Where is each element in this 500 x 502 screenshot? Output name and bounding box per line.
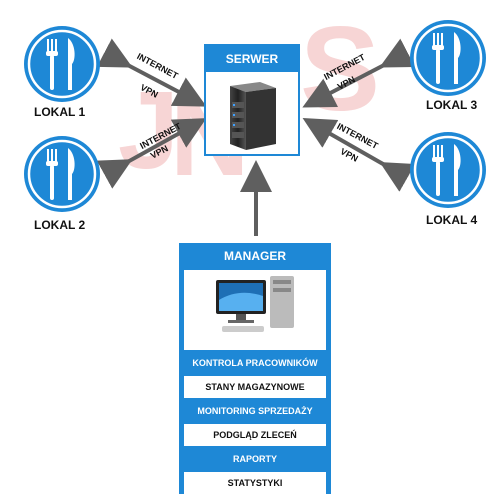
fork-knife-icon — [24, 136, 100, 212]
fork-knife-icon — [24, 26, 100, 102]
manager-title: MANAGER — [224, 249, 286, 263]
fork-knife-icon — [410, 20, 486, 96]
arrow-lokal2 — [96, 118, 207, 189]
lokal-3-label: LOKAL 3 — [426, 98, 478, 112]
menu-monitoring[interactable]: MONITORING SPRZEDAŻY — [184, 400, 326, 422]
server-title: SERWER — [206, 46, 298, 72]
lokal-1-label: LOKAL 1 — [34, 105, 86, 119]
arrow-lokal3 — [302, 38, 416, 108]
manager-panel: MANAGER KONTROLA PRACOWNIKÓW STANY MAGAZ… — [179, 243, 331, 494]
lokal-2-label: LOKAL 2 — [34, 218, 86, 232]
lokal-4-label: LOKAL 4 — [426, 213, 478, 227]
server-icon — [230, 82, 276, 150]
computer-image — [184, 270, 326, 350]
server-box: SERWER — [204, 44, 300, 156]
menu-kontrola[interactable]: KONTROLA PRACOWNIKÓW — [184, 352, 326, 374]
arrow-lokal1 — [96, 38, 207, 107]
fork-knife-icon — [410, 132, 486, 208]
computer-icon — [216, 276, 294, 332]
menu-podglad[interactable]: PODGLĄD ZLECEŃ — [184, 424, 326, 446]
menu-statystyki[interactable]: STATYSTYKI — [184, 472, 326, 494]
menu-raporty[interactable]: RAPORTY — [184, 448, 326, 470]
arrow-lokal4 — [302, 118, 416, 192]
menu-stany[interactable]: STANY MAGAZYNOWE — [184, 376, 326, 398]
